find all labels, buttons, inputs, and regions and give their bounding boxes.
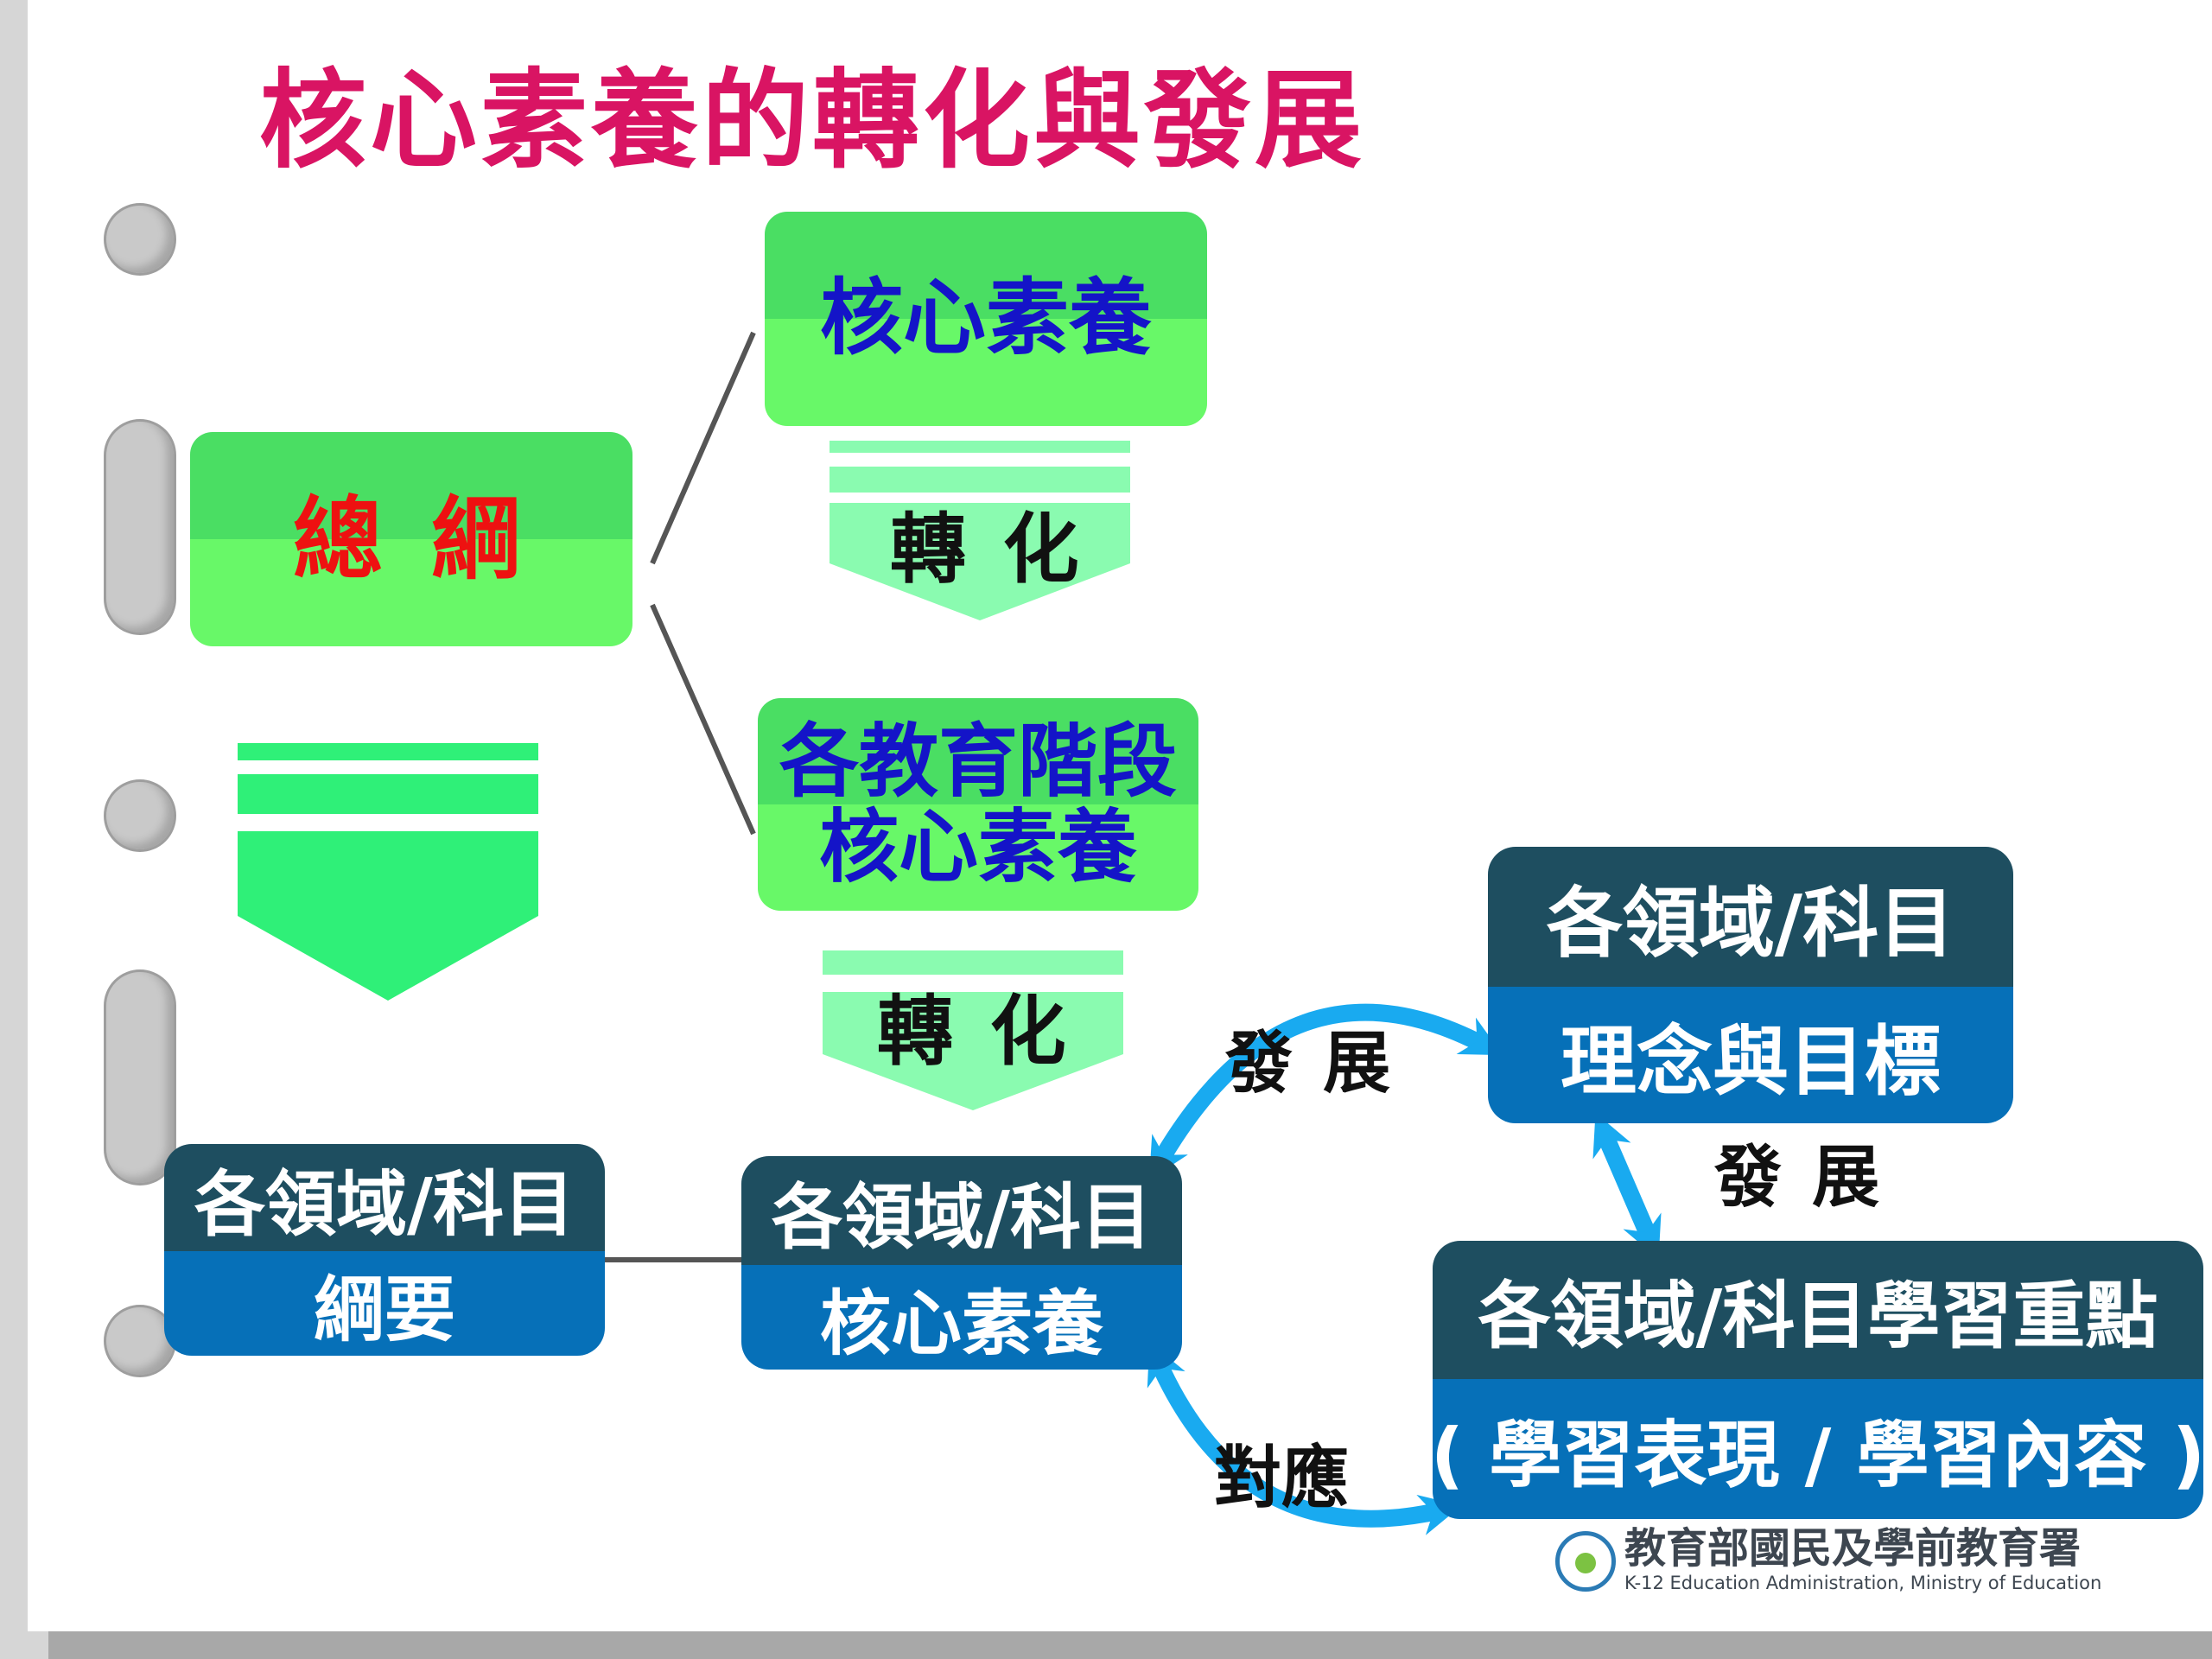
develop-label-1: 發 展: [1225, 1025, 1395, 1103]
stage-core-competency-box: 各教育階段 核心素養: [758, 698, 1198, 911]
stage-core-line2: 核心素養: [818, 801, 1137, 893]
moe-logo: 教育部國民及學前教育署 K-12 Education Administratio…: [1555, 1524, 2101, 1593]
page-title: 核心素養的轉化與發展: [259, 59, 1366, 183]
connector-line: [650, 331, 756, 565]
domain-goal-top: 各領域/科目: [1546, 878, 1955, 968]
develop-arrow-upper: [1148, 1003, 1503, 1180]
down-chevron-transform-2: [823, 950, 1123, 1110]
develop-arrow-vertical: [1592, 1112, 1662, 1260]
general-outline-label: 總 綱: [292, 486, 531, 592]
page-shadow: [48, 1631, 2212, 1659]
domain-focus-top: 各領域/科目學習重點: [1478, 1273, 2158, 1358]
general-outline-box: 總 綱: [190, 432, 632, 646]
transform-label-1: 轉 化: [890, 505, 1084, 594]
org-name-en: K-12 Education Administration, Ministry …: [1624, 1573, 2102, 1593]
down-chevron-large: [238, 743, 538, 1001]
org-name-cn: 教育部國民及學前教育署: [1624, 1524, 2082, 1573]
moe-seal-icon: [1555, 1531, 1616, 1592]
domain-core-box: 各領域/科目 核心素養: [741, 1156, 1182, 1370]
domain-outline-box: 各領域/科目 綱要: [164, 1144, 605, 1356]
connector-line: [650, 603, 756, 836]
core-competency-box: 核心素養: [765, 212, 1207, 426]
transform-label-2: 轉 化: [877, 987, 1071, 1076]
binder-ring: [104, 779, 176, 852]
binder-ring: [104, 203, 176, 276]
binder-ring: [104, 419, 176, 635]
develop-label-2: 發 展: [1714, 1139, 1884, 1217]
domain-goal-bottom: 理念與目標: [1560, 1016, 1941, 1106]
domain-focus-box: 各領域/科目學習重點 ( 學習表現 / 學習內容 ): [1433, 1241, 2203, 1519]
down-chevron-transform-1: [830, 441, 1130, 620]
core-competency-label: 核心素養: [820, 270, 1152, 367]
domain-focus-bottom: ( 學習表現 / 學習內容 ): [1433, 1412, 2203, 1497]
domain-core-bottom: 核心素養: [819, 1283, 1103, 1365]
stage-core-line1: 各教育階段: [779, 715, 1177, 808]
domain-core-top: 各領域/科目: [772, 1176, 1152, 1259]
correspond-label: 對應: [1214, 1440, 1350, 1517]
domain-goal-box: 各領域/科目 理念與目標: [1488, 847, 2013, 1123]
binder-ring: [104, 969, 176, 1185]
domain-outline-bottom: 綱要: [313, 1269, 455, 1351]
domain-outline-top: 各領域/科目: [194, 1163, 575, 1246]
correspond-arrow-lower: [1147, 1342, 1462, 1535]
